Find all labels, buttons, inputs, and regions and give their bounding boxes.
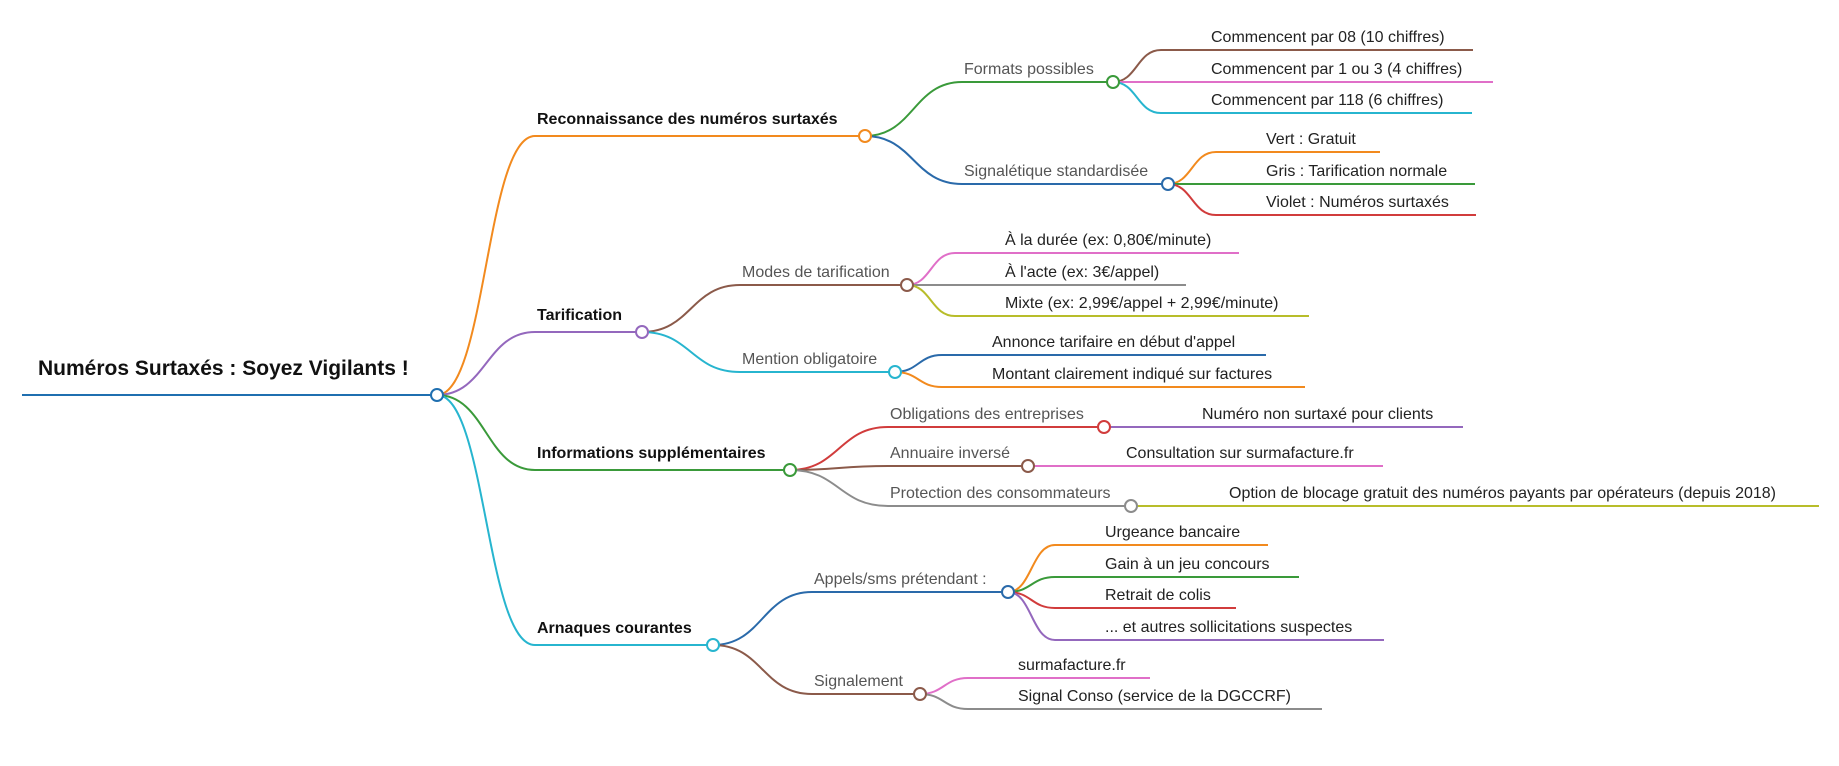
- branch-connector: [436, 135, 536, 396]
- leaf-topic: Commencent par 08 (10 chiffres): [1211, 29, 1445, 46]
- subtopic: Formats possibles: [964, 61, 1094, 78]
- leaf-topic: Gain à un jeu concours: [1105, 556, 1270, 573]
- branch-topic: Informations supplémentaires: [537, 445, 766, 462]
- subtopic-collapse-node[interactable]: [888, 365, 902, 379]
- leaf-topic: Gris : Tarification normale: [1266, 163, 1447, 180]
- branch-connector: [436, 394, 536, 646]
- subtopic-collapse-node[interactable]: [900, 278, 914, 292]
- subtopic-collapse-node[interactable]: [1106, 75, 1120, 89]
- branch-collapse-node[interactable]: [858, 129, 872, 143]
- subtopic-connector: [712, 591, 813, 646]
- leaf-connector: [919, 677, 969, 695]
- subtopic: Appels/sms prétendant :: [814, 571, 987, 588]
- subtopic-connector: [641, 331, 741, 373]
- subtopic: Signalétique standardisée: [964, 163, 1148, 180]
- leaf-connector: [894, 354, 943, 373]
- leaf-topic: À la durée (ex: 0,80€/minute): [1005, 230, 1211, 249]
- subtopic: Mention obligatoire: [742, 351, 877, 368]
- branch-collapse-node[interactable]: [706, 638, 720, 652]
- subtopic: Modes de tarification: [742, 264, 890, 281]
- leaf-topic: surmafacture.fr: [1018, 657, 1126, 674]
- branch-connector: [436, 394, 536, 471]
- subtopic-collapse-node[interactable]: [1124, 499, 1138, 513]
- leaf-topic: Urgeance bancaire: [1105, 524, 1240, 541]
- leaf-topic: ... et autres sollicitations suspectes: [1105, 619, 1352, 636]
- subtopic-connector: [789, 426, 889, 471]
- subtopic-connector: [789, 469, 889, 507]
- leaf-topic: Numéro non surtaxé pour clients: [1202, 406, 1433, 423]
- subtopic-collapse-node[interactable]: [1001, 585, 1015, 599]
- subtopic-collapse-node[interactable]: [1097, 420, 1111, 434]
- leaf-topic: À l'acte (ex: 3€/appel): [1005, 262, 1159, 281]
- mind-map-edges: [22, 49, 1819, 710]
- leaf-topic: Commencent par 1 ou 3 (4 chiffres): [1211, 61, 1462, 78]
- leaf-topic: Consultation sur surmafacture.fr: [1126, 445, 1354, 462]
- subtopic: Protection des consommateurs: [890, 485, 1111, 502]
- leaf-connector: [1167, 183, 1217, 216]
- root-collapse-node[interactable]: [430, 388, 444, 402]
- branch-connector: [436, 331, 536, 396]
- subtopic-connector: [864, 135, 963, 185]
- leaf-topic: Signal Conso (service de la DGCCRF): [1018, 688, 1291, 705]
- leaf-topic: Montant clairement indiqué sur factures: [992, 366, 1272, 383]
- leaf-connector: [1112, 49, 1162, 83]
- leaf-connector: [906, 284, 956, 317]
- leaf-topic: Retrait de colis: [1105, 587, 1211, 604]
- mind-map-nodes: [430, 75, 1175, 701]
- branch-collapse-node[interactable]: [635, 325, 649, 339]
- root-topic: Numéros Surtaxés : Soyez Vigilants !: [38, 357, 409, 380]
- leaf-topic: Vert : Gratuit: [1266, 131, 1356, 148]
- leaf-connector: [919, 693, 969, 710]
- subtopic: Obligations des entreprises: [890, 406, 1084, 423]
- leaf-connector: [894, 371, 943, 388]
- leaf-topic: Commencent par 118 (6 chiffres): [1211, 92, 1443, 109]
- subtopic-connector: [864, 81, 963, 137]
- subtopic-connector: [641, 284, 741, 333]
- leaf-connector: [906, 252, 956, 286]
- leaf-topic: Annonce tarifaire en début d'appel: [992, 334, 1235, 351]
- branch-collapse-node[interactable]: [783, 463, 797, 477]
- subtopic-collapse-node[interactable]: [913, 687, 927, 701]
- subtopic-connector: [789, 465, 889, 471]
- branch-topic: Tarification: [537, 307, 622, 324]
- leaf-topic: Mixte (ex: 2,99€/appel + 2,99€/minute): [1005, 295, 1279, 312]
- branch-topic: Reconnaissance des numéros surtaxés: [537, 111, 838, 128]
- subtopic: Signalement: [814, 673, 904, 690]
- subtopic-collapse-node[interactable]: [1021, 459, 1035, 473]
- leaf-topic: Option de blocage gratuit des numéros pa…: [1229, 485, 1776, 502]
- leaf-topic: Violet : Numéros surtaxés: [1266, 194, 1449, 211]
- leaf-connector: [1112, 81, 1162, 114]
- subtopic-connector: [712, 644, 813, 695]
- leaf-connector: [1167, 151, 1217, 185]
- subtopic: Annuaire inversé: [890, 445, 1010, 462]
- mind-map-labels: Numéros Surtaxés : Soyez Vigilants ! Reco…: [38, 29, 1776, 705]
- branch-topic: Arnaques courantes: [537, 620, 692, 637]
- subtopic-collapse-node[interactable]: [1161, 177, 1175, 191]
